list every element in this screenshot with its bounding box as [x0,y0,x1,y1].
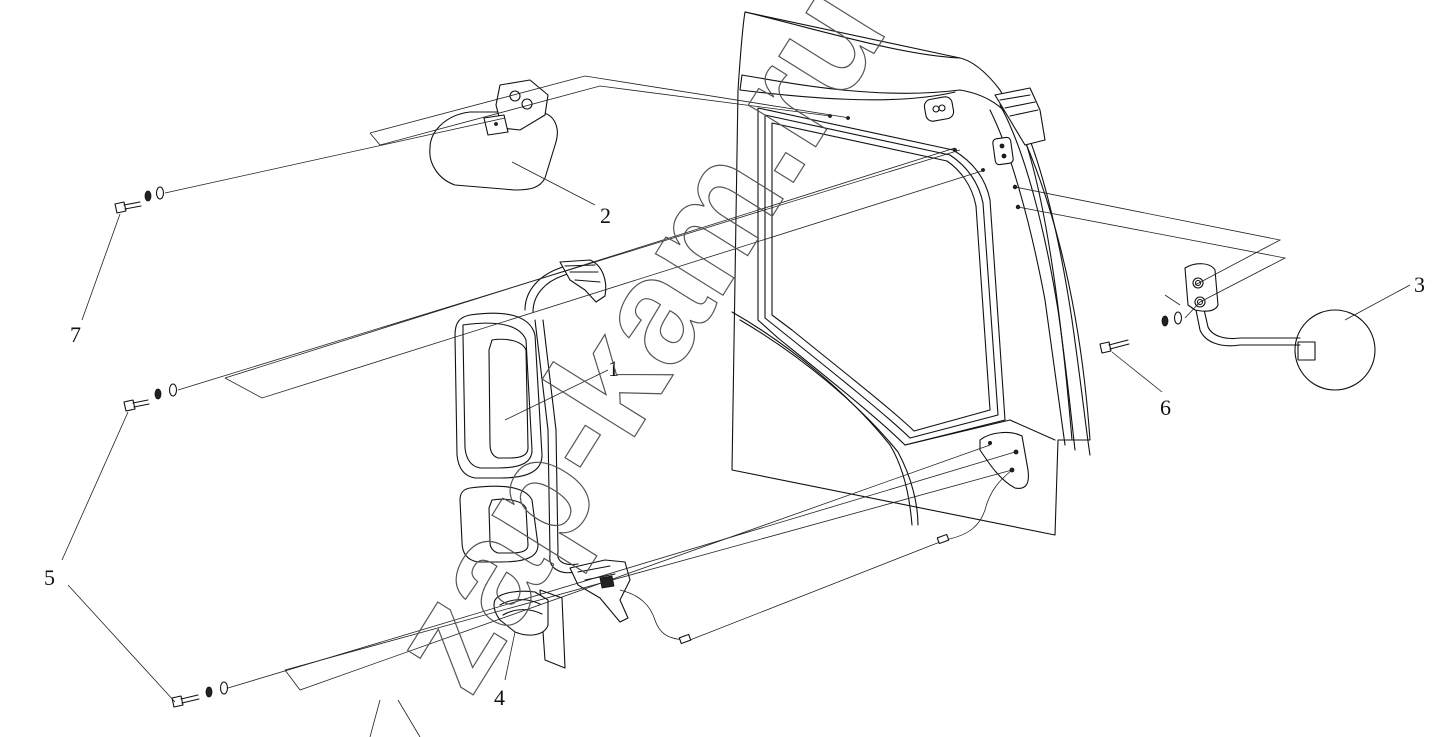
fastener-set-5-lower [171,681,229,708]
callout-4-label: 4 [494,685,505,710]
callout-2-label: 2 [600,203,611,228]
fastener-set-5-upper [123,383,178,412]
callout-5: 5 [44,411,176,703]
callout-7: 7 [70,213,121,347]
callout-5-label: 5 [44,565,55,590]
callout-2: 2 [511,161,611,228]
callout-6-label: 6 [1160,395,1171,420]
part-4-lower-mirror [493,589,566,669]
watermark-text: zap-kam.ru [355,0,917,717]
callout-3-label: 3 [1414,272,1425,297]
callout-3: 3 [1344,272,1425,321]
callout-1: 1 [504,356,619,421]
callout-1-label: 1 [608,356,619,381]
fastener-set-7 [114,186,165,214]
cab-door [731,11,1091,536]
part-3-round-mirror [1184,263,1376,391]
fastener-set-6 [1099,311,1183,354]
callout-4: 4 [494,631,516,710]
callout-7-label: 7 [70,322,81,347]
watermark: zap-kam.ru [354,0,917,718]
assembly-lines [164,75,1287,737]
callout-6: 6 [1111,351,1171,420]
part-2-front-mirror [429,79,558,191]
part-1-main-mirror [454,259,631,623]
